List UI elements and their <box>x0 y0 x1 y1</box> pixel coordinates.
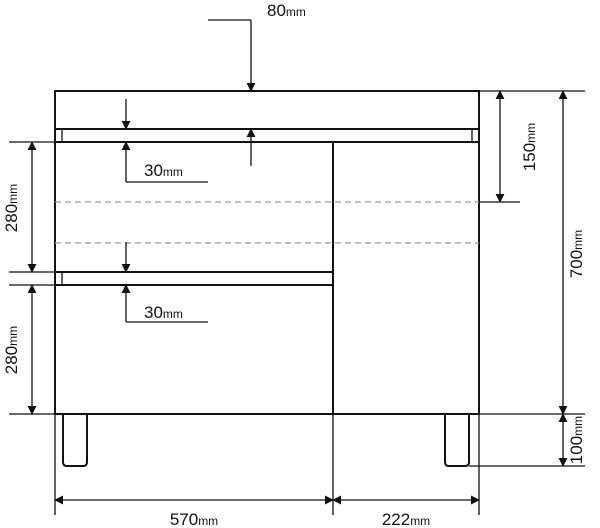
leg-right <box>444 414 470 467</box>
dim-top-section: 150mm <box>479 90 539 203</box>
dim-widths: 570mm 222mm <box>54 414 480 528</box>
leg-height-unit: mm <box>571 416 585 436</box>
dim-shelf-top: 30mm <box>121 99 208 183</box>
width-right-value: 222 <box>382 510 410 528</box>
drawer-top-value: 280 <box>2 204 21 232</box>
svg-text:30mm: 30mm <box>144 161 183 180</box>
dim-leg-height: 100mm <box>469 413 586 467</box>
svg-text:222mm: 222mm <box>382 510 430 528</box>
dim-left-heights: 280mm 280mm <box>2 141 55 415</box>
svg-text:570mm: 570mm <box>170 510 218 528</box>
drawer-top-unit: mm <box>6 184 20 204</box>
svg-text:280mm: 280mm <box>2 184 21 232</box>
svg-text:80mm: 80mm <box>267 1 306 20</box>
cabinet-outline <box>54 90 480 415</box>
shelf-top-unit: mm <box>163 165 183 179</box>
drawer-bottom-unit: mm <box>6 326 20 346</box>
shelf-bottom-unit: mm <box>163 307 183 321</box>
svg-text:30mm: 30mm <box>144 303 183 322</box>
svg-text:100mm: 100mm <box>567 416 586 464</box>
leg-left <box>62 414 88 467</box>
dim-top-gap: 80mm <box>208 1 306 166</box>
svg-text:150mm: 150mm <box>520 123 539 171</box>
width-left-value: 570 <box>170 510 198 528</box>
total-height-unit: mm <box>571 230 585 250</box>
dim-shelf-bottom: 30mm <box>121 242 208 323</box>
top-section-value: 150 <box>520 143 539 171</box>
leg-height-value: 100 <box>567 436 586 464</box>
width-right-unit: mm <box>410 514 430 528</box>
top-section-unit: mm <box>524 123 538 143</box>
svg-text:280mm: 280mm <box>2 326 21 374</box>
total-height-value: 700 <box>567 250 586 278</box>
width-left-unit: mm <box>198 514 218 528</box>
dim-total-height: 700mm <box>479 90 586 415</box>
shelf-bottom-value: 30 <box>144 303 163 322</box>
cabinet-legs <box>62 414 470 467</box>
drawer-bottom-value: 280 <box>2 346 21 374</box>
top-gap-value: 80 <box>267 1 286 20</box>
cabinet-body <box>54 90 480 415</box>
top-gap-unit: mm <box>286 5 306 19</box>
svg-text:700mm: 700mm <box>567 230 586 278</box>
shelf-top-value: 30 <box>144 161 163 180</box>
